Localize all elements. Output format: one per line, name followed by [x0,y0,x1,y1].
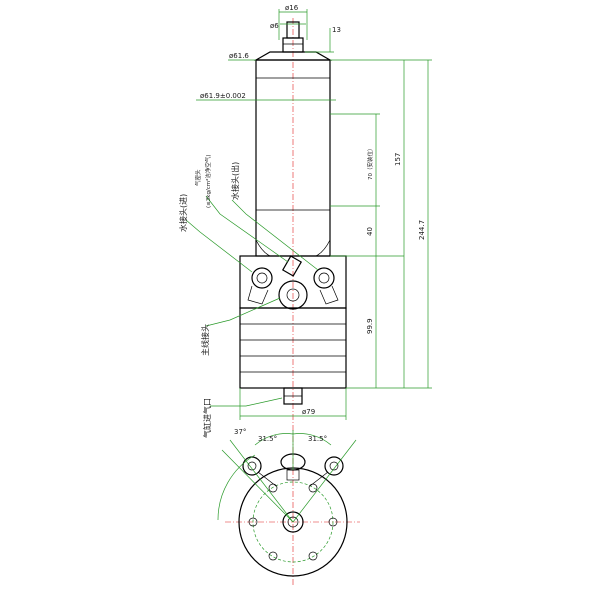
dim-d16: ø16 [285,4,299,12]
dim-d6: ø6 [270,22,279,30]
leader-gas-seal [205,195,289,263]
water-fitting-in [247,267,273,305]
dim-31-5-left: 31.5° [258,435,277,443]
dim-37: 37° [234,428,246,436]
dim-d61-9: ø61.9±0.002 [200,92,246,100]
arc-31-5-right [292,433,332,446]
gas-seal-fitting [281,255,303,277]
leader-wire [205,297,281,327]
dim-d79: ø79 [302,408,315,416]
water-fitting-out [313,267,339,305]
dim-31-5-right: 31.5° [308,435,327,443]
leader-water-in [185,219,253,273]
label-air-inlet: 气缸进气口 [202,398,212,438]
dim-13: 13 [332,26,341,34]
dim-99-9: 99.9 [366,318,374,334]
arc-37 [217,454,256,521]
dim-157: 157 [394,153,402,166]
main-wire-connector [278,280,308,310]
label-wire-joint: 主线接头 [200,324,210,356]
leader-water-out [231,199,319,271]
dim-d61-6: ø61.6 [229,52,249,60]
lower-block [239,255,347,405]
label-gas-seal-note: (≤3kg/cm²洁净空气) [204,154,212,208]
dim-40: 40 [366,227,374,236]
dim-244-7: 244.7 [418,220,426,240]
label-water-out: 水接头(出) [230,162,240,200]
leader-air-inlet [210,397,283,407]
label-water-in: 水接头(进) [178,194,188,232]
label-gas-seal-title: 气密头 [194,169,202,186]
arc-31-5-left [254,433,294,446]
dim-70: 70（安装位） [366,146,374,181]
